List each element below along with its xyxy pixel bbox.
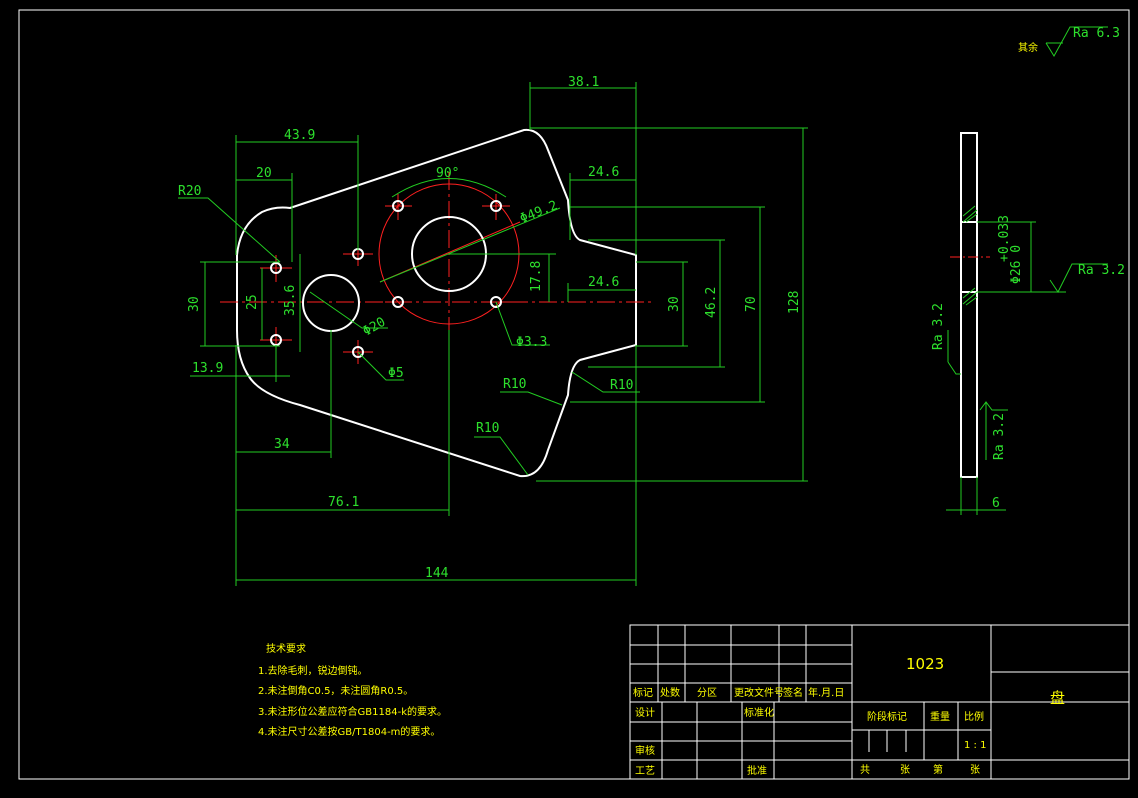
tb-review: 审核	[635, 744, 655, 757]
tb-process: 工艺	[635, 765, 655, 777]
tb-date: 年.月.日	[808, 686, 844, 699]
tech-item-3: 3.未注形位公差应符合GB1184-k的要求。	[258, 705, 447, 718]
dim-r10-a: R10	[503, 377, 526, 392]
dim-30-right: 30	[667, 296, 682, 312]
side-ra-b: Ra 3.2	[931, 303, 946, 350]
dim-24-6-lower: 24.6	[588, 275, 619, 290]
dim-d5: Φ5	[388, 366, 404, 381]
tb-scale-value: 1 : 1	[964, 740, 986, 751]
dim-70: 70	[744, 296, 759, 312]
tb-weight: 重量	[930, 710, 950, 723]
drawing-code: 1023	[906, 655, 944, 673]
tech-requirements: 技术要求 1.去除毛刺，锐边倒钝。 2.未注倒角C0.5，未注圆角R0.5。 3…	[258, 642, 447, 738]
dim-43-9: 43.9	[284, 128, 315, 143]
tb-stage-mark: 阶段标记	[867, 710, 907, 723]
side-outline	[960, 132, 978, 478]
part-outline	[236, 128, 637, 478]
side-tol: +0.033	[997, 215, 1012, 262]
tb-sheet: 张	[900, 764, 910, 776]
dim-76-1: 76.1	[328, 495, 359, 510]
roughness-symbol	[1045, 26, 1108, 57]
title-block: 标记 处数 分区 更改文件号 签名 年.月.日 设计 标准化 审核 工艺 批准 …	[629, 624, 1130, 780]
dim-90deg: 90°	[436, 166, 459, 181]
tb-sign: 签名	[783, 686, 803, 699]
dim-35-6: 35.6	[283, 285, 298, 316]
dim-d49-2: Φ49.2	[518, 198, 560, 227]
bore-20	[302, 274, 360, 332]
side-dia: Φ26 0	[1009, 245, 1024, 284]
dim-25: 25	[245, 294, 260, 310]
surface-other-value: Ra 6.3	[1073, 26, 1120, 41]
tb-standard: 标准化	[744, 706, 774, 719]
tb-scale: 比例	[964, 710, 984, 723]
tb-count: 处数	[660, 686, 680, 699]
tech-item-2: 2.未注倒角C0.5，未注圆角R0.5。	[258, 684, 413, 697]
side-thickness: 6	[992, 496, 1000, 511]
dim-34: 34	[274, 437, 290, 452]
tech-title: 技术要求	[266, 642, 306, 655]
tech-item-1: 1.去除毛刺，锐边倒钝。	[258, 664, 368, 677]
tech-item-4: 4.未注尺寸公差按GB/T1804-m的要求。	[258, 725, 440, 738]
dim-24-6-upper: 24.6	[588, 165, 619, 180]
tb-zone: 分区	[697, 687, 717, 699]
dim-r20: R20	[178, 184, 201, 199]
side-ra-c: Ra 3.2	[992, 413, 1007, 460]
side-ra-a: Ra 3.2	[1078, 263, 1125, 278]
dim-r10-b: R10	[610, 378, 633, 393]
main-view: 38.1 43.9 20 R20 90° Φ49.2 24.6 24.6 17.…	[178, 75, 808, 586]
dim-46-2: 46.2	[704, 287, 719, 318]
dim-20: 20	[256, 166, 272, 181]
dim-38-1: 38.1	[568, 75, 599, 90]
dim-r10-c: R10	[476, 421, 499, 436]
tb-total: 共	[860, 764, 870, 776]
drawing-name: 盘	[1050, 689, 1065, 707]
tb-change-doc: 更改文件号	[734, 686, 784, 699]
dim-30-left: 30	[187, 296, 202, 312]
tb-design: 设计	[635, 706, 655, 719]
tb-page: 第	[933, 763, 943, 776]
dim-d20: Φ20	[361, 315, 389, 340]
dim-d3-3: Φ3.3	[516, 335, 547, 350]
dim-17-8: 17.8	[529, 261, 544, 292]
tb-sheet2: 张	[970, 764, 980, 776]
side-view: Φ26 0 +0.033 Ra 3.2 Ra 3.2 Ra 3.2 6	[931, 132, 1125, 515]
surface-other-label: 其余	[1018, 41, 1038, 54]
drawing-border	[18, 9, 1130, 780]
dim-144: 144	[425, 566, 449, 581]
tb-approve: 批准	[747, 764, 767, 777]
tb-mark: 标记	[633, 687, 653, 699]
dim-128: 128	[787, 291, 802, 314]
dim-13-9: 13.9	[192, 361, 223, 376]
